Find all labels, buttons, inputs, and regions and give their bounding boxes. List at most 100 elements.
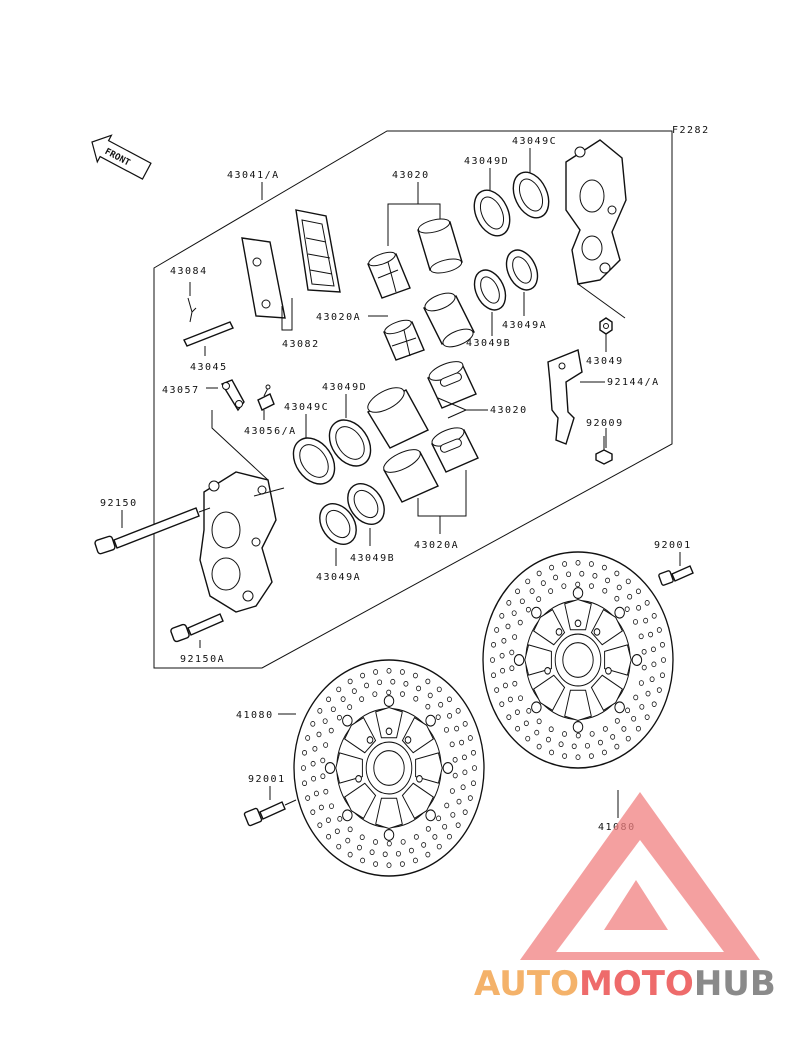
disc-vent-hole: [369, 849, 375, 856]
disc-vent-hole: [447, 713, 453, 719]
disc-vent-hole: [589, 731, 595, 737]
disc-vent-hole: [436, 815, 442, 822]
disc-vent-hole: [334, 828, 340, 835]
disc-vent-hole: [635, 588, 641, 595]
disc-vent-hole: [651, 701, 657, 707]
svg-text:AUTOMOTOHUB: AUTOMOTOHUB: [474, 964, 776, 1004]
disc-vent-hole: [656, 687, 662, 693]
disc-vent-hole: [571, 743, 577, 750]
disc-vent-hole: [494, 687, 500, 693]
watermark-moto: MOTO: [579, 964, 694, 1004]
disc-vent-hole: [491, 672, 497, 679]
disc-vent-hole: [575, 754, 581, 761]
disc-vent-hole: [329, 803, 334, 809]
disc-vent-hole: [449, 741, 455, 748]
disc-vent-hole: [320, 757, 326, 764]
disc-vent-hole: [399, 669, 405, 675]
bolt-92001-right: [658, 565, 694, 586]
seal-43049A-low: [319, 503, 357, 545]
disc-vent-hole: [322, 718, 328, 724]
disc-vent-hole: [536, 570, 542, 577]
brake-pad-43082-front: [295, 209, 341, 293]
disc-vent-hole: [444, 802, 450, 809]
label-43057: 43057: [162, 385, 200, 396]
disc-vent-hole: [310, 809, 316, 815]
disc-vent-hole: [325, 817, 331, 823]
disc-vent-hole: [507, 696, 513, 703]
label-43020A-top: 43020A: [316, 312, 361, 323]
label-43049A-top: 43049A: [502, 320, 547, 331]
disc-vent-hole: [517, 619, 523, 626]
disc-vent-hole: [412, 857, 418, 864]
label-43020-top: 43020: [392, 170, 430, 181]
disc-vent-hole: [519, 598, 525, 605]
disc-vent-hole: [421, 842, 427, 848]
disc-vent-hole: [575, 732, 581, 739]
label-92001-left: 92001: [248, 774, 286, 785]
caliper-half-outer: [565, 139, 627, 285]
disc-vent-hole: [523, 720, 529, 727]
disc-vent-hole: [455, 822, 461, 828]
disc-vent-hole: [641, 664, 647, 671]
disc-vent-hole: [467, 795, 473, 801]
disc-vent-hole: [588, 753, 594, 759]
disc-vent-hole: [337, 816, 343, 822]
disc-vent-hole: [386, 840, 392, 847]
disc-vent-hole: [454, 725, 460, 732]
piston-43020-mid: [367, 387, 429, 449]
disc-vent-hole: [446, 833, 452, 840]
disc-vent-hole: [526, 708, 532, 714]
label-92009: 92009: [586, 418, 624, 429]
bracket-43057: [220, 379, 245, 412]
disc-vent-hole: [313, 790, 319, 797]
disc-vent-hole: [649, 676, 655, 683]
disc-vent-hole: [605, 577, 611, 584]
disc-vent-hole: [359, 696, 365, 702]
disc-vent-hole: [514, 709, 520, 715]
disc-vent-hole: [360, 857, 366, 864]
disc-vent-hole: [336, 686, 342, 693]
disc-vent-hole: [499, 652, 505, 659]
disc-vent-hole: [614, 570, 620, 577]
disc-vent-hole: [382, 851, 388, 858]
disc-vent-hole: [651, 613, 657, 619]
disc-vent-hole: [347, 851, 353, 858]
disc-vent-hole: [347, 704, 353, 710]
disc-vent-hole: [425, 826, 431, 832]
disc-vent-hole: [302, 780, 308, 787]
disc-vent-hole: [509, 649, 515, 656]
disc-vent-hole: [462, 721, 468, 727]
disc-vent-hole: [601, 564, 607, 571]
disc-vent-hole: [511, 610, 517, 616]
disc-vent-hole: [661, 657, 666, 663]
disc-vent-hole: [633, 619, 638, 625]
disc-vent-hole: [536, 718, 542, 725]
brake-disc-41080-left: [294, 660, 484, 876]
disc-vent-hole: [450, 812, 456, 818]
disc-vent-hole: [650, 646, 656, 653]
disc-vent-hole: [638, 633, 644, 640]
disc-vent-hole: [536, 743, 542, 750]
disc-vent-hole: [562, 731, 567, 737]
disc-vent-hole: [302, 749, 308, 756]
disc-vent-hole: [525, 578, 531, 585]
label-43049D-mid: 43049D: [322, 382, 367, 393]
label-92150: 92150: [100, 498, 138, 509]
label-92001-right: 92001: [654, 540, 692, 551]
disc-vent-hole: [644, 714, 650, 720]
disc-vent-hole: [644, 600, 650, 606]
disc-vent-hole: [310, 760, 316, 767]
disc-vent-hole: [625, 735, 631, 742]
disc-vent-hole: [311, 775, 317, 782]
disc-vent-hole: [506, 600, 512, 606]
watermark-auto: AUTO: [474, 964, 579, 1004]
disc-vent-hole: [636, 605, 642, 611]
disc-vent-hole: [318, 804, 324, 811]
disc-vent-hole: [425, 678, 431, 685]
seal-43049D-mid: [328, 419, 372, 467]
disc-vent-hole: [455, 708, 461, 714]
disc-vent-hole: [351, 688, 357, 694]
disc-vent-hole: [400, 839, 406, 845]
disc-vent-hole: [400, 691, 405, 697]
